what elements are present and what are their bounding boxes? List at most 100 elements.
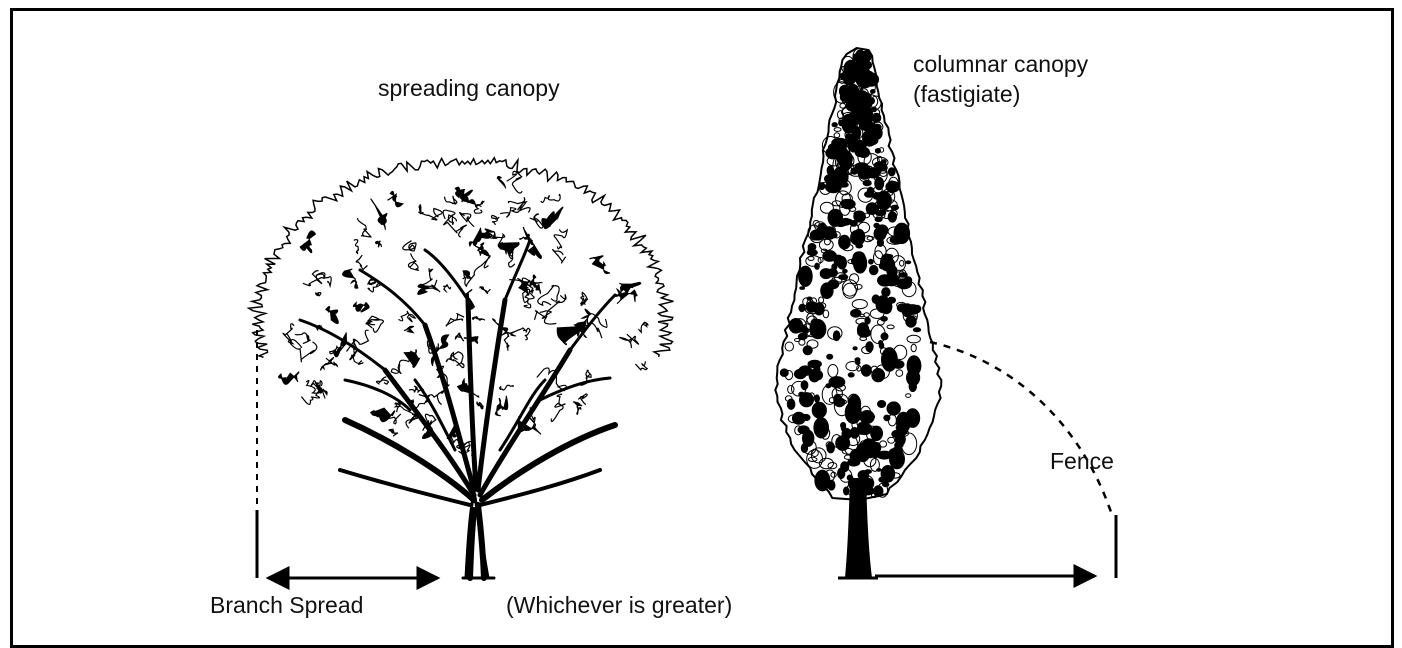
leaf-clump [504,333,509,350]
leaf-clump [839,235,851,249]
columnar-canopy-label: columnar canopy [913,50,1088,78]
leaf-clump [803,430,814,446]
leaf-clump [879,263,885,269]
spreading-canopy-outline [249,158,674,358]
leaf-clump [802,414,810,420]
leaf-clump [873,193,880,199]
leaf-clump [418,209,442,220]
leaf-clump [551,394,565,421]
leaf-clump [408,254,418,271]
leaf-clump [853,347,857,350]
leaf-clump [354,240,359,255]
leaf-clump [326,307,338,324]
fence-label: Fence [1050,447,1114,475]
leaf-clump [799,304,805,311]
leaf-clump [404,349,420,367]
leaf-clump [881,466,895,483]
leaf-clump [828,269,838,277]
leaf-clump [353,302,369,312]
leaf-clump [497,176,505,188]
leaf-clump [358,218,371,237]
leaf-clump [619,334,638,348]
leaf-clump [800,287,805,290]
leaf-clump [840,182,849,187]
leaf-clump [808,246,815,253]
leaf-clump [887,255,893,258]
leaf-clump [843,269,848,273]
leaf-clump [832,264,837,270]
leaf-clump [833,331,840,341]
leaf-clump [827,354,833,359]
leaf-clump [638,322,648,332]
leaf-clump [906,261,911,264]
leaf-clump [892,453,898,460]
leaf-clump [460,213,474,227]
fastigiate-label: (fastigiate) [913,80,1020,108]
leaf-clump [882,288,890,297]
leaf-clump [883,483,889,487]
leaf-clump [403,241,416,251]
leaf-clump [283,324,294,344]
leaf-clump [495,396,507,416]
leaf-clump [356,255,367,269]
leaf-clump [794,369,806,378]
leaf-clump [446,314,464,326]
leaf-clump [422,268,437,287]
leaf-clump [875,177,884,190]
columnar-canopy-foliage [775,48,941,500]
leaf-clump [799,266,813,286]
leaf-clump [477,402,483,409]
leaf-clump [443,285,450,292]
leaf-clump [871,426,883,440]
leaf-clump [463,271,471,279]
leaf-clump [815,395,820,402]
leaf-clump [590,256,610,274]
leaf-clump [851,309,861,317]
leaf-clump [836,436,850,451]
leaf-clump [872,124,881,130]
leaf-clump [800,393,814,407]
leaf-clump [888,168,895,176]
leaf-clump [343,269,358,288]
spreading-canopy-foliage [279,171,649,456]
leaf-clump [851,140,863,148]
leaf-clump [869,259,874,264]
leaf-clump [876,210,886,216]
leaf-clump [847,84,859,97]
leaf-clump [542,207,563,228]
leaf-clump [366,319,372,327]
spreading-tree-branches [300,240,615,578]
leaf-clump [472,317,484,321]
leaf-clump [876,225,888,236]
leaf-clump [913,328,920,332]
leaf-clump [787,399,795,409]
leaf-clump [329,359,337,366]
leaf-clump [780,369,788,377]
leaf-clump [801,381,808,390]
leaf-clump [371,199,387,230]
leaf-clump [389,429,398,436]
leaf-clump [455,333,463,341]
leaf-clump [832,123,837,127]
leaf-clump [388,191,403,206]
leaf-clump [300,231,316,253]
leaf-clump [857,423,872,434]
leaf-clump [279,372,299,384]
leaf-clump [814,303,824,315]
spreading-canopy-edge [249,158,674,358]
leaf-clump [500,385,514,390]
leaf-clump [907,370,920,386]
leaf-clump [554,229,567,248]
leaf-clump [850,221,857,227]
leaf-clump [865,470,872,474]
leaf-clump [418,284,440,294]
leaf-clump [869,265,878,274]
leaf-clump [376,377,388,384]
leaf-clump [856,361,860,365]
leaf-clump [404,326,413,332]
leaf-clump [522,328,530,340]
leaf-clump [902,304,913,317]
leaf-clump [897,279,912,289]
leaf-clump [881,317,888,322]
leaf-clump [376,241,382,247]
